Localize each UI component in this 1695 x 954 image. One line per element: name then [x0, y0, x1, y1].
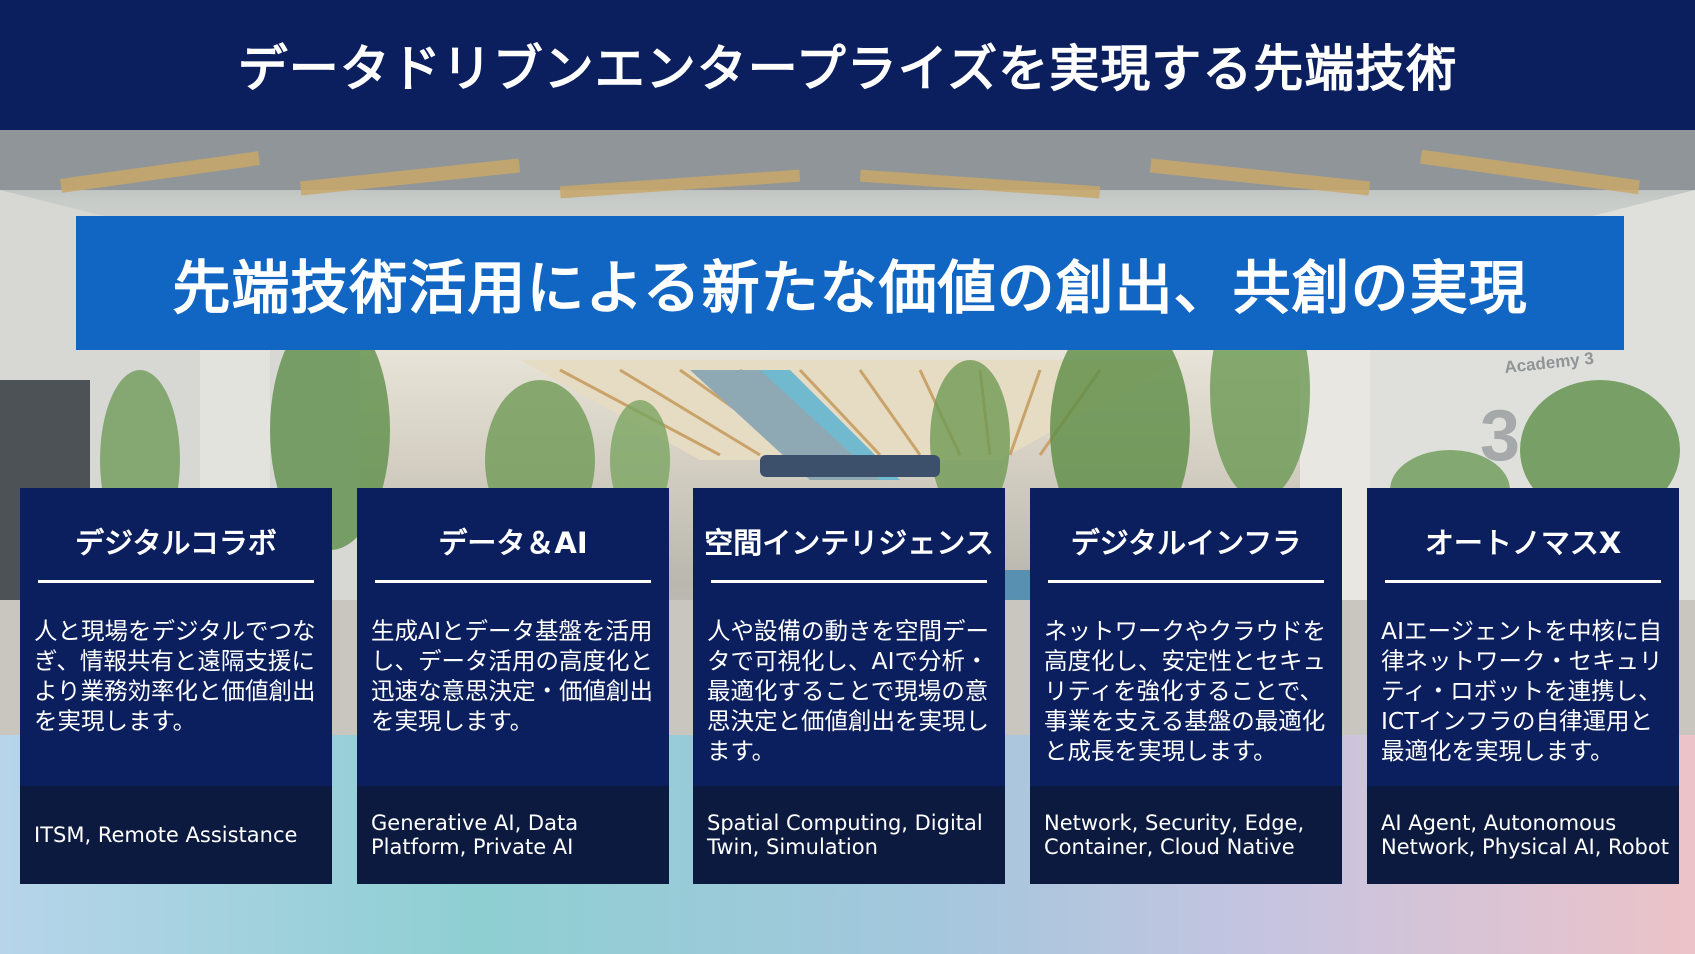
card-title: デジタルインフラ	[1070, 526, 1302, 560]
card-title: 空間インテリジェンス	[704, 526, 994, 560]
card-tag-strip: Network, Security, Edge, Container, Clou…	[1030, 786, 1342, 884]
card-description: AIエージェントを中核に自律ネットワーク・セキュリティ・ロボットを連携し、ICT…	[1381, 617, 1663, 765]
card-divider	[1048, 580, 1324, 583]
card-tag-strip: AI Agent, Autonomous Network, Physical A…	[1367, 786, 1679, 884]
ceiling	[0, 130, 1695, 190]
card-tag-strip: Spatial Computing, Digital Twin, Simulat…	[693, 786, 1005, 884]
staircase	[690, 370, 900, 480]
card-autonomous-x: オートノマスX AIエージェントを中核に自律ネットワーク・セキュリティ・ロボット…	[1367, 488, 1679, 884]
ceiling-slats	[59, 149, 1640, 199]
card-tags: AI Agent, Autonomous Network, Physical A…	[1381, 811, 1669, 859]
card-description: 生成AIとデータ基盤を活用し、データ活用の高度化と迅速な意思決定・価値創出を実現…	[371, 617, 653, 735]
card-title: データ＆AI	[438, 526, 588, 560]
card-tag-strip: ITSM, Remote Assistance	[20, 786, 332, 884]
card-data-ai: データ＆AI 生成AIとデータ基盤を活用し、データ活用の高度化と迅速な意思決定・…	[357, 488, 669, 884]
card-tags: Spatial Computing, Digital Twin, Simulat…	[707, 811, 983, 859]
card-tag-strip: Generative AI, Data Platform, Private AI	[357, 786, 669, 884]
card-title: デジタルコラボ	[75, 526, 277, 560]
card-tags: ITSM, Remote Assistance	[34, 823, 298, 847]
card-title: オートノマスX	[1424, 526, 1622, 560]
stair-glow	[760, 370, 900, 480]
card-divider	[38, 580, 314, 583]
card-divider	[375, 580, 651, 583]
slide-title: データドリブンエンタープライズを実現する先端技術	[0, 0, 1695, 130]
card-description: 人と現場をデジタルでつなぎ、情報共有と遠隔支援により業務効率化と価値創出を実現し…	[34, 617, 316, 735]
card-description: ネットワークやクラウドを高度化し、安定性とセキュリティを強化することで、事業を支…	[1044, 617, 1326, 765]
lounge-sofa	[760, 455, 940, 477]
card-digital-collabo: デジタルコラボ 人と現場をデジタルでつなぎ、情報共有と遠隔支援により業務効率化と…	[20, 488, 332, 884]
card-tags: Generative AI, Data Platform, Private AI	[371, 811, 579, 859]
card-digital-infra: デジタルインフラ ネットワークやクラウドを高度化し、安定性とセキュリティを強化す…	[1030, 488, 1342, 884]
card-description: 人や設備の動きを空間データで可視化し、AIで分析・最適化することで現場の意思決定…	[707, 617, 989, 765]
card-spatial-intelligence: 空間インテリジェンス 人や設備の動きを空間データで可視化し、AIで分析・最適化す…	[693, 488, 1005, 884]
card-divider	[711, 580, 987, 583]
card-tags: Network, Security, Edge, Container, Clou…	[1044, 811, 1305, 859]
value-creation-banner: 先端技術活用による新たな価値の創出、共創の実現	[76, 216, 1624, 350]
card-divider	[1385, 580, 1661, 583]
